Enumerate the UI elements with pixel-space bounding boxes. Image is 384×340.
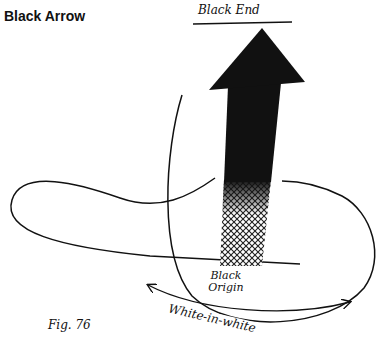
region-label: White-in-white <box>165 302 259 336</box>
arrow-hatch <box>220 180 271 266</box>
figure-caption: Fig. 76 <box>48 318 91 332</box>
arrow-shaft <box>224 83 281 182</box>
figure-title: Black Arrow <box>4 8 85 24</box>
origin-label: Black Origin <box>200 270 252 294</box>
arrow-fade <box>222 180 271 215</box>
underline <box>193 22 292 24</box>
end-label: Black End <box>198 4 260 17</box>
arrow-head <box>209 28 305 90</box>
